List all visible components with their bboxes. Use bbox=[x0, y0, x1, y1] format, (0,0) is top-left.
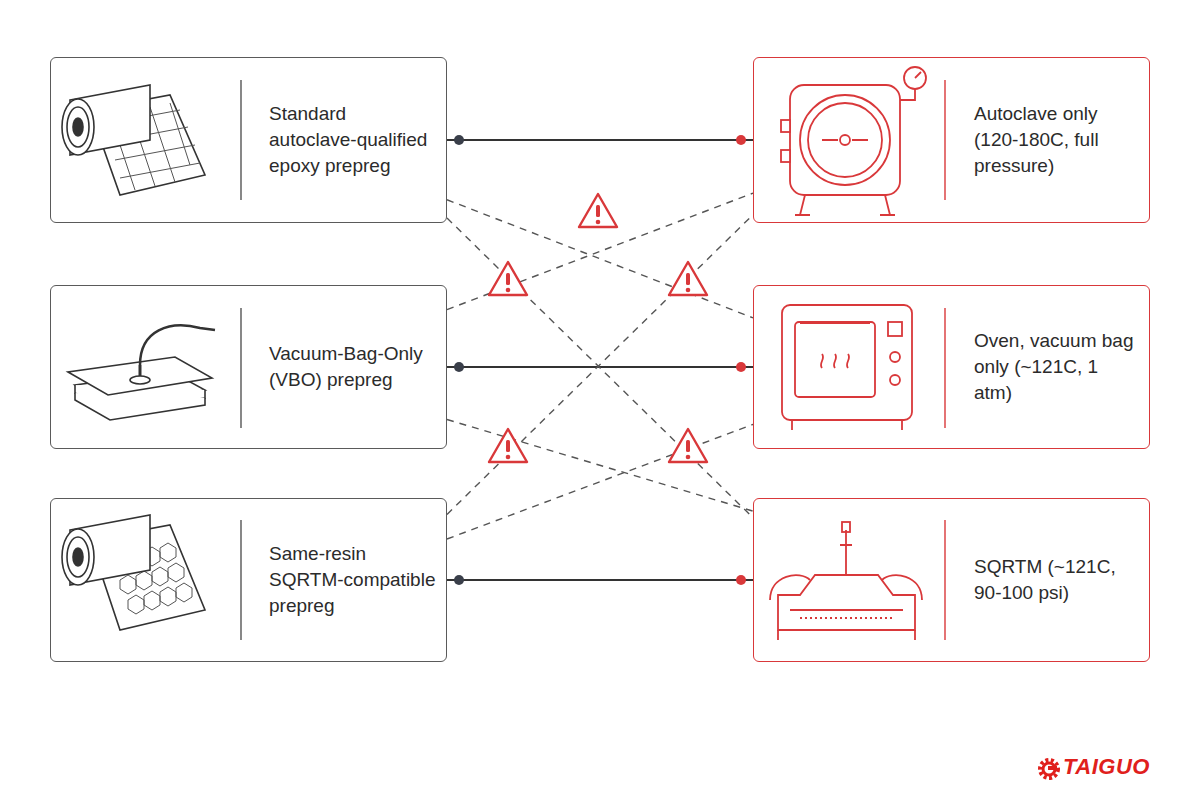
mismatch-connector bbox=[447, 218, 753, 518]
process-box: Oven, vacuum bag only (~121C, 1 atm) bbox=[753, 285, 1150, 449]
gear-icon bbox=[1036, 756, 1062, 782]
mismatch-connector bbox=[447, 193, 753, 309]
end-dot bbox=[736, 135, 746, 145]
material-box: Standard autoclave-qualified epoxy prepr… bbox=[50, 57, 447, 223]
honeycomb-roll-icon bbox=[62, 515, 205, 630]
mismatch-connector bbox=[447, 424, 753, 539]
end-dot bbox=[736, 575, 746, 585]
box-label: Oven, vacuum bag only (~121C, 1 atm) bbox=[974, 328, 1141, 407]
box-label: Autoclave only (120-180C, full pressure) bbox=[974, 101, 1141, 180]
sqrtm-mold-icon bbox=[770, 522, 922, 640]
warning-icon bbox=[579, 194, 617, 227]
brand-logo: TAIGUO bbox=[1063, 754, 1150, 780]
prepreg-roll-icon bbox=[62, 85, 205, 195]
mismatch-connector bbox=[447, 419, 753, 511]
match-connector bbox=[447, 139, 753, 141]
autoclave-icon bbox=[781, 67, 926, 215]
warning-icon bbox=[489, 262, 527, 295]
box-label: Vacuum-Bag-Only (VBO) prepreg bbox=[269, 341, 438, 393]
end-dot bbox=[454, 575, 464, 585]
end-dot bbox=[454, 362, 464, 372]
warning-icon bbox=[669, 429, 707, 462]
oven-icon bbox=[782, 305, 912, 430]
process-box: Autoclave only (120-180C, full pressure) bbox=[753, 57, 1150, 223]
warning-icon bbox=[669, 262, 707, 295]
end-dot bbox=[454, 135, 464, 145]
dividers bbox=[240, 80, 241, 640]
process-box: SQRTM (~121C, 90-100 psi) bbox=[753, 498, 1150, 662]
match-connector bbox=[447, 579, 753, 581]
dividers-red bbox=[944, 80, 945, 640]
vacuum-bag-icon bbox=[68, 325, 215, 420]
box-label: Standard autoclave-qualified epoxy prepr… bbox=[269, 101, 438, 180]
box-label: SQRTM (~121C, 90-100 psi) bbox=[974, 554, 1141, 606]
material-box: Same-resin SQRTM-compatible prepreg bbox=[50, 498, 447, 662]
box-label: Same-resin SQRTM-compatible prepreg bbox=[269, 541, 438, 620]
material-box: Vacuum-Bag-Only (VBO) prepreg bbox=[50, 285, 447, 449]
mismatch-connector bbox=[447, 215, 753, 515]
logo-gear bbox=[1036, 756, 1062, 782]
warning-icon bbox=[489, 429, 527, 462]
end-dot bbox=[736, 362, 746, 372]
